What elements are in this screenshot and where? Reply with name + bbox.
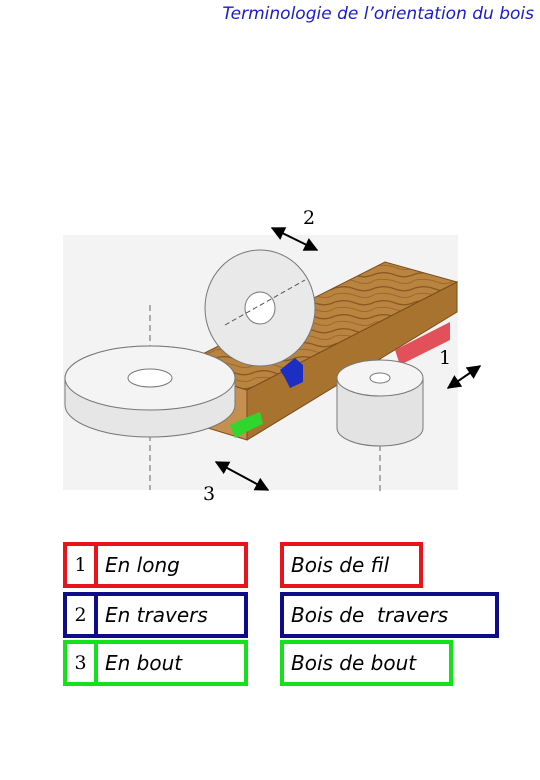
blade-2-hole	[244, 291, 276, 325]
blade-1-hole	[369, 372, 391, 384]
label-2: 2	[303, 207, 315, 229]
blade-1-body	[336, 377, 424, 447]
row-1-number: 1	[63, 542, 98, 588]
arrow-3	[214, 461, 270, 491]
blade-2-axis	[224, 279, 306, 326]
arrow-2	[270, 227, 319, 251]
row-3-term: En bout	[94, 640, 248, 686]
cut-green	[230, 412, 263, 438]
wood-orientation-figure: 2 1 3	[55, 200, 495, 520]
row-2-wood-text: Bois de travers	[291, 603, 449, 627]
row-3-number: 3	[63, 640, 98, 686]
row-3-wood-text: Bois de bout	[291, 651, 417, 675]
arrow-1	[446, 365, 482, 389]
row-1-wood: Bois de fil	[280, 542, 423, 588]
label-3: 3	[203, 483, 215, 505]
row-1-term-text: En long	[105, 553, 180, 577]
cut-red	[395, 322, 450, 365]
page-title: Terminologie de l’orientation du bois	[222, 4, 534, 24]
row-2-number: 2	[63, 592, 98, 638]
row-3-wood: Bois de bout	[280, 640, 453, 686]
row-2-term: En travers	[94, 592, 248, 638]
row-2-wood: Bois de travers	[280, 592, 499, 638]
row-2-term-text: En travers	[105, 603, 208, 627]
cut-blue	[280, 358, 303, 388]
blade-3-hole	[127, 368, 173, 388]
row-1-wood-text: Bois de fil	[291, 553, 390, 577]
label-1: 1	[439, 347, 451, 369]
row-1-term: En long	[94, 542, 248, 588]
row-3-term-text: En bout	[105, 651, 183, 675]
sawing-illustration: 2 1 3	[63, 207, 482, 505]
